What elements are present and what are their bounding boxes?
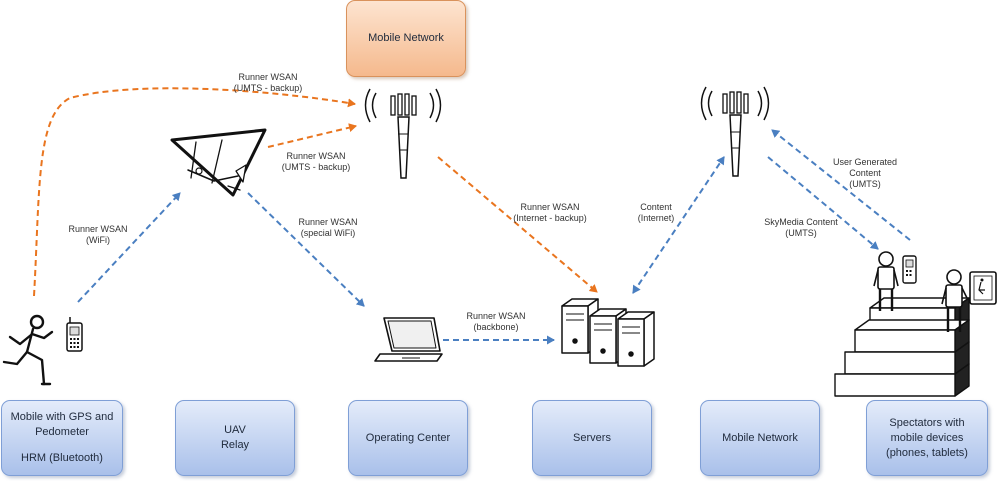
link-uav-special-wifi (247, 192, 365, 307)
link-label-user-content: User Generated Content (UMTS) (833, 157, 897, 190)
link-label-line: User Generated (832, 157, 898, 167)
link-label-line: Content (849, 168, 881, 178)
box-spectators: Spectators with mobile devices (phones, … (866, 400, 988, 476)
spectator-person-icon (873, 251, 899, 311)
link-skymedia (767, 156, 879, 250)
box-mobile-gps: Mobile with GPS and Pedometer HRM (Bluet… (1, 400, 123, 476)
box-network-line-1: Mobile Network (722, 431, 798, 444)
link-label-line: (backbone) (473, 322, 519, 332)
link-label-line: (Internet - backup) (513, 213, 587, 223)
link-tower-internet (437, 156, 598, 293)
link-label-line: (UMTS - backup) (281, 162, 351, 172)
box-uav-line-2: Relay (220, 439, 250, 451)
link-label-line: Content (640, 202, 672, 212)
link-label-line: (UMTS - backup) (233, 83, 303, 93)
box-uav-line-1: UAV (224, 424, 246, 436)
mobile-network-top-label: Mobile Network (368, 32, 444, 44)
laptop-icon (374, 317, 443, 362)
runner-icon (2, 314, 54, 386)
link-label-line: Runner WSAN (238, 72, 298, 82)
link-content-internet (632, 156, 725, 294)
cell-tower-icon (700, 86, 770, 177)
uav-glider-icon (170, 128, 267, 197)
link-label-tower-internet: Runner WSAN (Internet - backup) (513, 202, 587, 224)
server-rack-icon (561, 298, 655, 367)
box-mobile-gps-line-2: Pedometer (35, 426, 89, 438)
box-servers-line-1: Servers (573, 431, 611, 444)
box-spectators-line-1: Spectators with (889, 416, 965, 429)
link-label-uav-umts: Runner WSAN (UMTS - backup) (282, 151, 351, 173)
link-label-line: Runner WSAN (68, 224, 128, 234)
box-spectators-line-2: mobile devices (890, 431, 964, 444)
link-label-runner-wifi: Runner WSAN (WiFi) (68, 224, 127, 246)
link-label-skymedia: SkyMedia Content (UMTS) (764, 217, 838, 239)
box-spectators-line-3: (phones, tablets) (886, 446, 968, 459)
spectator-person-icon (941, 269, 969, 332)
link-runner-wifi (77, 192, 181, 303)
link-label-line: Runner WSAN (286, 151, 346, 161)
link-label-uav-special-wifi: Runner WSAN (special WiFi) (298, 217, 357, 239)
mobile-network-top-box: Mobile Network (346, 0, 466, 77)
link-label-line: (special WiFi) (300, 228, 356, 238)
link-label-backbone: Runner WSAN (backbone) (466, 311, 525, 333)
link-label-content-internet: Content (Internet) (638, 202, 675, 224)
stairs-icon (834, 297, 970, 397)
box-servers: Servers (532, 400, 652, 476)
box-operating-line-1: Operating Center (365, 431, 451, 444)
mobile-phone-icon (902, 255, 917, 284)
box-uav-relay: UAV Relay (175, 400, 295, 476)
link-label-line: (UMTS) (849, 179, 881, 189)
box-operating-center: Operating Center (348, 400, 468, 476)
link-label-line: SkyMedia Content (764, 217, 838, 227)
link-label-line: (WiFi) (86, 235, 110, 245)
tablet-icon (969, 271, 997, 305)
link-label-runner-umts: Runner WSAN (UMTS - backup) (234, 72, 303, 94)
box-mobile-network: Mobile Network (700, 400, 820, 476)
mobile-phone-icon (66, 317, 83, 352)
link-uav-umts (267, 123, 357, 148)
link-label-line: (UMTS) (785, 228, 817, 238)
box-mobile-gps-line-1: Mobile with GPS and (10, 411, 114, 423)
link-label-line: Runner WSAN (520, 202, 580, 212)
box-mobile-gps-line-4: HRM (Bluetooth) (21, 452, 103, 464)
cell-tower-icon (364, 88, 442, 179)
link-runner-umts (33, 87, 356, 297)
link-label-line: Runner WSAN (298, 217, 358, 227)
link-label-line: (Internet) (637, 213, 675, 223)
link-label-line: Runner WSAN (466, 311, 526, 321)
